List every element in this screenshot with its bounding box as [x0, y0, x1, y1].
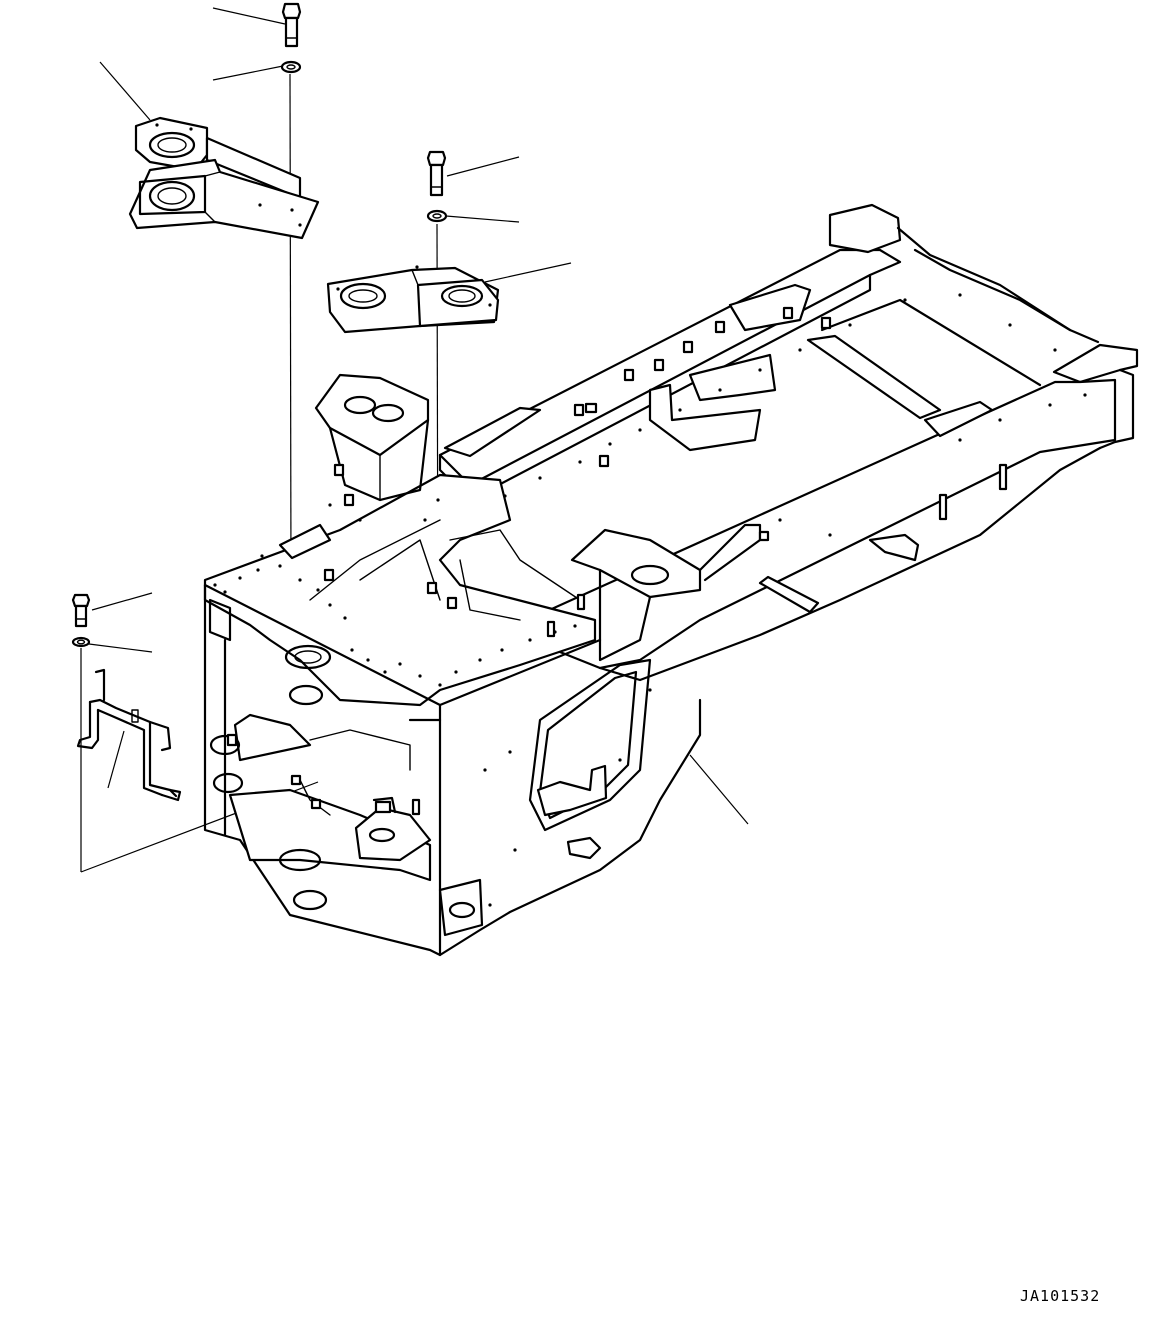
pipe-bracket — [76, 668, 182, 802]
leader-line-pipe-bracket — [107, 730, 125, 789]
left-mount-bracket — [128, 116, 320, 240]
drawing-code-label: JA101532 — [1020, 1287, 1101, 1305]
leader-line-left-bracket — [99, 61, 151, 121]
small-washer — [71, 636, 91, 648]
top-washer — [280, 60, 302, 74]
mid-washer — [426, 209, 448, 223]
leader-line-top-washer — [212, 65, 284, 81]
leader-line-small-washer — [88, 643, 153, 653]
leader-line-top-bolt — [212, 7, 286, 25]
leader-line-main-frame — [689, 754, 749, 825]
mid-bolt — [426, 150, 447, 197]
frame-block-details — [226, 306, 1008, 816]
top-bolt — [281, 2, 302, 48]
centerline-top-bolt — [289, 73, 292, 581]
small-bolt — [71, 593, 91, 628]
leader-line-right-bracket — [484, 262, 572, 283]
right-mount-bracket — [326, 265, 500, 334]
leader-line-mid-washer — [445, 215, 520, 223]
leader-lines — [88, 7, 749, 825]
frame-hole-dots — [213, 293, 1087, 907]
leader-line-small-bolt — [91, 592, 153, 611]
leader-line-mid-bolt — [446, 156, 520, 177]
